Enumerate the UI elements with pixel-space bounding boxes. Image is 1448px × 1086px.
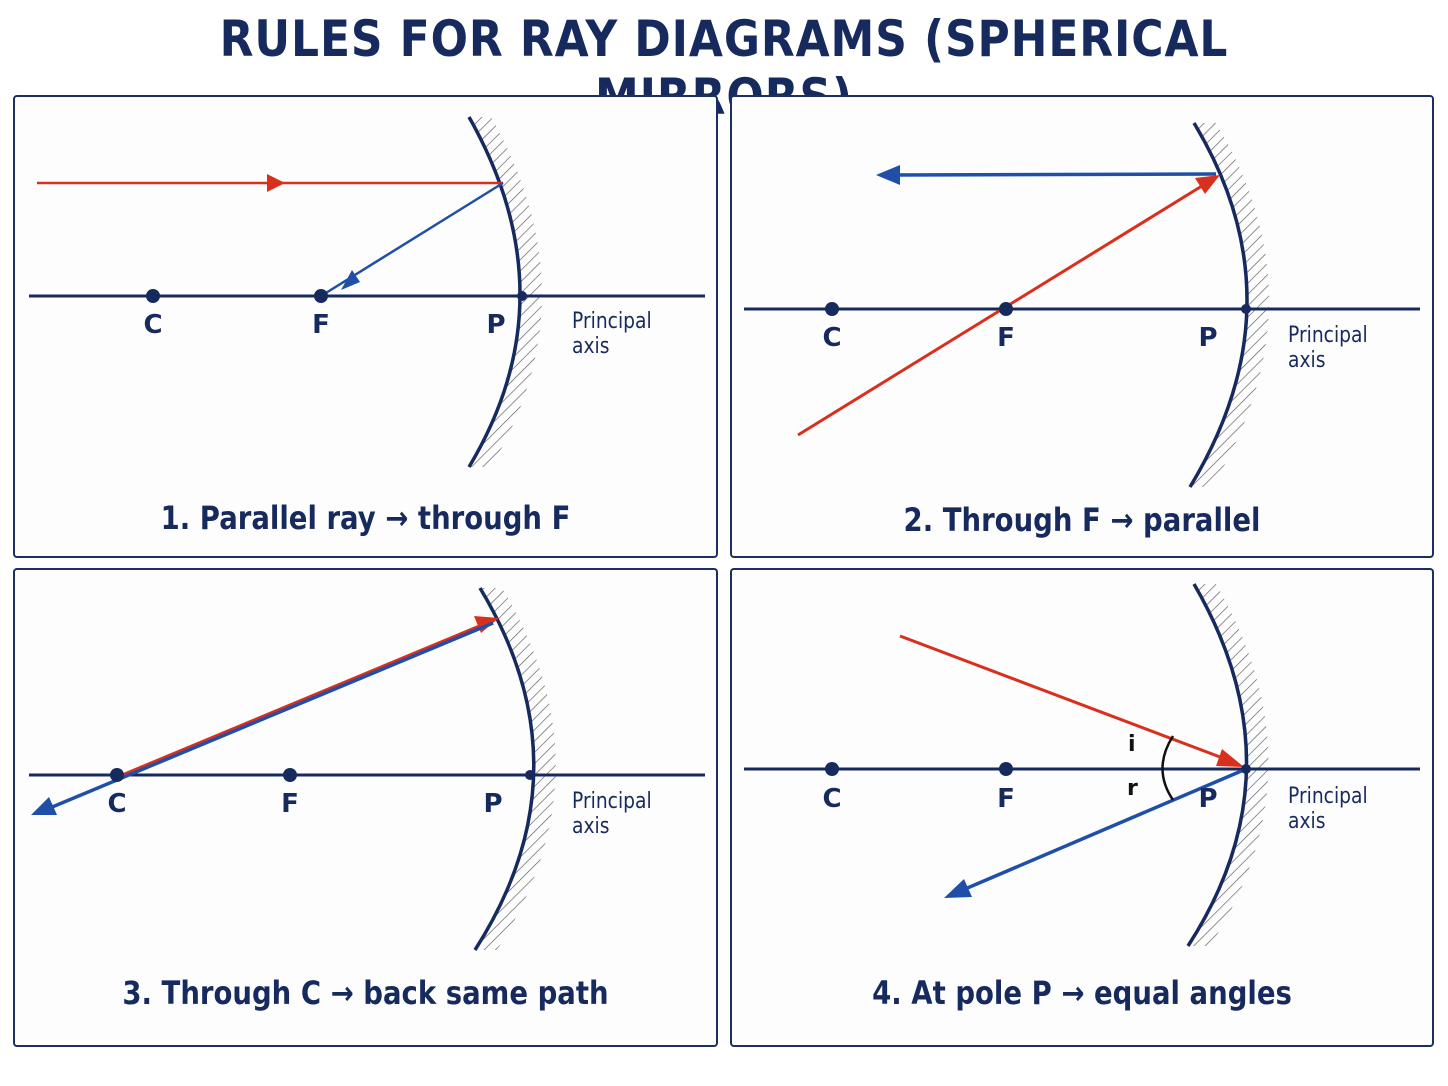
reflected-ray <box>44 621 494 812</box>
point-c-label: C <box>107 789 127 819</box>
incident-ray <box>899 634 1229 762</box>
mirror-hatching <box>475 588 556 950</box>
point-f-label: F <box>997 784 1015 814</box>
reflected-ray <box>957 767 1247 894</box>
concave-mirror <box>1188 122 1249 488</box>
panel-rule-3: C F P Principal axis 3. Through C → back… <box>13 568 718 1047</box>
point-p-label: P <box>483 789 503 819</box>
panel-rule-1: C F P Principal axis 1. Parallel ray → t… <box>13 95 718 558</box>
reflected-arrowhead <box>31 797 57 815</box>
point-p-label: P <box>486 310 506 340</box>
rule-3-caption: 3. Through C → back same path <box>122 974 609 1012</box>
point-f-dot <box>999 302 1013 316</box>
ray-diagram-4 <box>744 583 1420 947</box>
ray-diagram-1 <box>29 116 705 468</box>
incident-ray <box>114 620 490 780</box>
panel-rule-4: C F P Principal axis i r 4. At pole P → … <box>730 568 1434 1047</box>
rule-4-caption: 4. At pole P → equal angles <box>872 974 1292 1012</box>
incident-arrowhead <box>1195 175 1220 194</box>
rule-1-caption: 1. Parallel ray → through F <box>160 499 571 537</box>
mirror-hatching <box>1188 584 1269 946</box>
point-c-dot <box>110 768 124 782</box>
point-c-dot <box>825 762 839 776</box>
panel-rule-2: C F P Principal axis 2. Through F → para… <box>730 95 1434 558</box>
point-f-label: F <box>997 323 1015 353</box>
point-p-dot <box>1241 304 1251 314</box>
point-p-dot <box>517 291 527 301</box>
angle-of-incidence-label: i <box>1128 732 1136 757</box>
angle-of-reflection-label: r <box>1127 776 1138 801</box>
point-f-label: F <box>312 310 330 340</box>
point-p-label: P <box>1198 784 1218 814</box>
point-c-label: C <box>143 310 163 340</box>
point-c-dot <box>146 289 160 303</box>
principal-axis-label: Principal axis <box>572 309 652 359</box>
ray-diagram-3 <box>29 587 705 951</box>
point-f-label: F <box>281 789 299 819</box>
point-c-label: C <box>822 323 842 353</box>
reflected-arrowhead <box>341 270 360 290</box>
mirror-hatching <box>1190 123 1270 487</box>
reflected-ray <box>891 172 1217 177</box>
point-f-dot <box>314 289 328 303</box>
incident-arrowhead <box>1216 749 1244 767</box>
point-c-dot <box>825 302 839 316</box>
point-p-dot <box>525 770 535 780</box>
principal-axis-label: Principal axis <box>1288 323 1368 373</box>
reflected-arrowhead <box>876 165 900 185</box>
reflected-arrowhead <box>944 879 972 898</box>
point-c-label: C <box>822 784 842 814</box>
point-f-dot <box>283 768 297 782</box>
concave-mirror <box>473 587 536 951</box>
incident-arrowhead <box>267 174 285 192</box>
rule-2-caption: 2. Through F → parallel <box>903 501 1261 539</box>
point-p-label: P <box>1198 323 1218 353</box>
angle-arc <box>1161 735 1175 801</box>
point-f-dot <box>999 762 1013 776</box>
mirror-hatching <box>469 117 542 467</box>
point-p-dot <box>1241 764 1251 774</box>
principal-axis-label: Principal axis <box>1288 784 1368 834</box>
ray-diagram-2 <box>744 122 1420 488</box>
principal-axis-label: Principal axis <box>572 789 652 839</box>
